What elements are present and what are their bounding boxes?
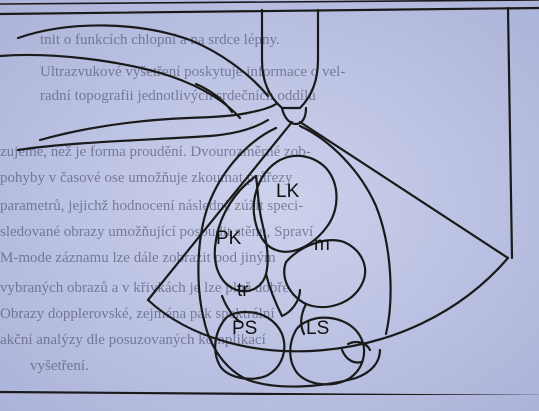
label-ls: LS [306,318,329,339]
bg-line-10: akční analýzy dle posuzovaných komplikac… [0,332,266,348]
bg-line-7: M-mode záznamu lze dále zobrazit pod jin… [0,250,276,266]
bg-line-11: vyšetření. [30,358,89,374]
label-tr: tr [237,280,249,301]
bg-line-0: tnit o funkcích chlopní a na srdce lépny… [40,32,280,48]
label-pk: PK [216,228,242,249]
label-m: m [314,234,330,255]
bg-line-1: Ultrazvukové vyšetření poskytuje informa… [40,64,345,80]
bg-line-4: pohyby v časové ose umožňuje zkoumat prů… [0,170,293,186]
label-ps: PS [232,318,257,339]
label-lk: LK [276,181,300,202]
